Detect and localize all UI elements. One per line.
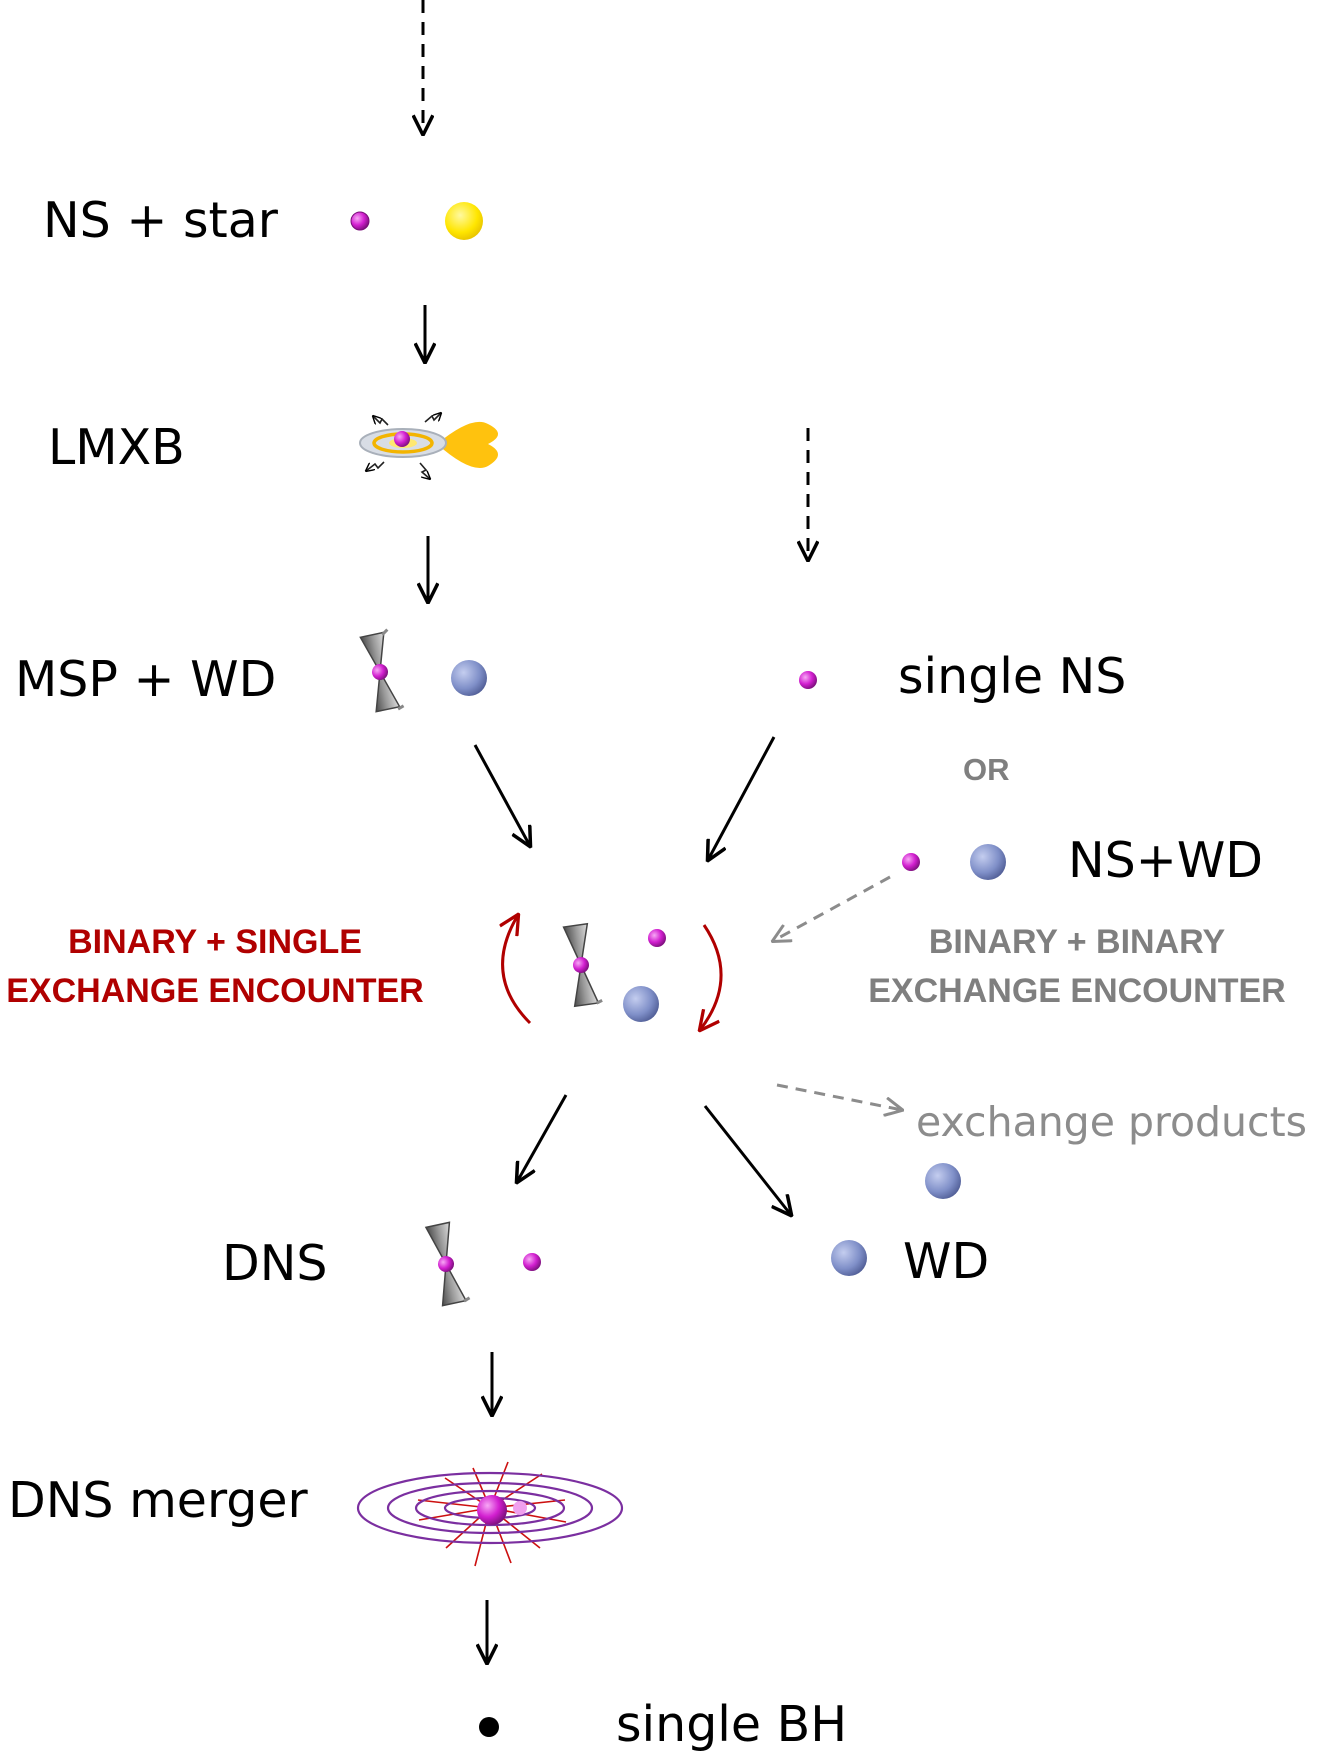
white-dwarf-icon [925, 1163, 961, 1199]
label-single-bh: single BH [616, 1696, 848, 1753]
label-binary-binary-encounter: BINARY + BINARY EXCHANGE ENCOUNTER [862, 918, 1292, 1017]
label-or: OR [963, 752, 1010, 787]
label-binary-binary-line2: EXCHANGE ENCOUNTER [868, 972, 1286, 1011]
label-binary-single-encounter: BINARY + SINGLE EXCHANGE ENCOUNTER [0, 918, 430, 1017]
white-dwarf-icon [831, 1240, 867, 1276]
arrow-ns-to-encounter [708, 736, 776, 860]
label-binary-single-line2: EXCHANGE ENCOUNTER [6, 972, 424, 1011]
arrow-encounter-to-wd [703, 1105, 791, 1215]
pulsar-beam-icon [562, 922, 603, 1008]
accretion-disk-icon [359, 413, 498, 479]
neutron-star-icon [523, 1253, 541, 1271]
encounter-rotation-arrows [503, 915, 723, 1030]
pulsar-beam-icon [359, 628, 405, 713]
star-icon [445, 202, 483, 240]
label-dns-merger: DNS merger [8, 1472, 308, 1529]
arrow-msp-to-encounter [473, 744, 530, 846]
white-dwarf-icon [970, 844, 1006, 880]
arrow-encounter-to-dns [517, 1094, 568, 1182]
label-wd: WD [903, 1233, 990, 1290]
neutron-star-icon [350, 211, 370, 231]
neutron-star-icon [902, 853, 920, 871]
label-exchange-products: exchange products [916, 1098, 1308, 1146]
neutron-star-icon [799, 671, 817, 689]
label-binary-binary-line1: BINARY + BINARY [928, 923, 1226, 961]
label-dns: DNS [222, 1235, 328, 1292]
white-dwarf-icon [451, 660, 487, 696]
black-hole-icon [479, 1717, 499, 1737]
label-binary-single-line1: BINARY + SINGLE [68, 923, 362, 961]
white-dwarf-icon [623, 986, 659, 1022]
arrow-exchange-products [776, 1083, 902, 1110]
label-single-ns: single NS [898, 648, 1127, 705]
neutron-star-icon [648, 929, 666, 947]
label-lmxb: LMXB [48, 419, 185, 476]
label-ns-wd: NS+WD [1068, 832, 1263, 889]
gravitational-wave-icon [356, 1461, 624, 1567]
label-ns-star: NS + star [43, 192, 278, 249]
arrow-nswd-to-encounter [773, 875, 891, 941]
pulsar-beam-icon [424, 1221, 471, 1307]
label-msp-wd: MSP + WD [15, 651, 277, 708]
